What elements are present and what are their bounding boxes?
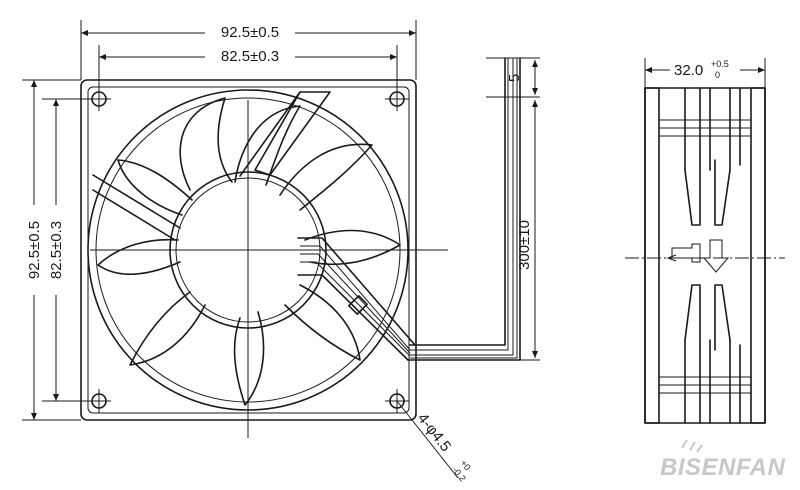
lead-wire: 5 300±10 (409, 57, 540, 361)
dim-depth-tol-lower: 0 (715, 70, 720, 80)
side-view: 32.0 +0.5 0 (625, 58, 785, 424)
fan-blades (97, 97, 401, 406)
lead-wire-channel (297, 237, 416, 361)
side-flange-right (750, 87, 766, 424)
dim-lead-stripped: 5 (506, 74, 523, 82)
hole-callout: 4-φ4.5 +0 -0.2 (396, 400, 473, 483)
hole-tol-upper: +0 (458, 458, 472, 472)
dim-mounting-width: 82.5±0.3 (221, 48, 279, 65)
brand-logo-text: BISENFAN (660, 454, 786, 481)
side-flange-left (644, 87, 660, 424)
front-center-lines (90, 100, 448, 438)
dim-depth-main: 32.0 (674, 62, 703, 79)
side-body-outline (644, 87, 766, 424)
front-view: 92.5±0.5 82.5±0.3 92.5±0.5 82.5±0.3 5 30 (22, 20, 540, 483)
dim-depth-tol-upper: +0.5 (711, 59, 729, 69)
dim-lead-length: 300±10 (516, 220, 533, 270)
brand-logo: BISENFAN (660, 439, 786, 481)
dim-overall-width: 92.5±0.5 (221, 24, 279, 41)
logo-spark-icon (681, 439, 703, 453)
top-dimensions: 92.5±0.5 82.5±0.3 (80, 20, 417, 90)
dim-mounting-height: 82.5±0.3 (48, 221, 65, 279)
dim-overall-height: 92.5±0.5 (26, 221, 43, 279)
left-dimensions: 92.5±0.5 82.5±0.3 (22, 79, 91, 421)
